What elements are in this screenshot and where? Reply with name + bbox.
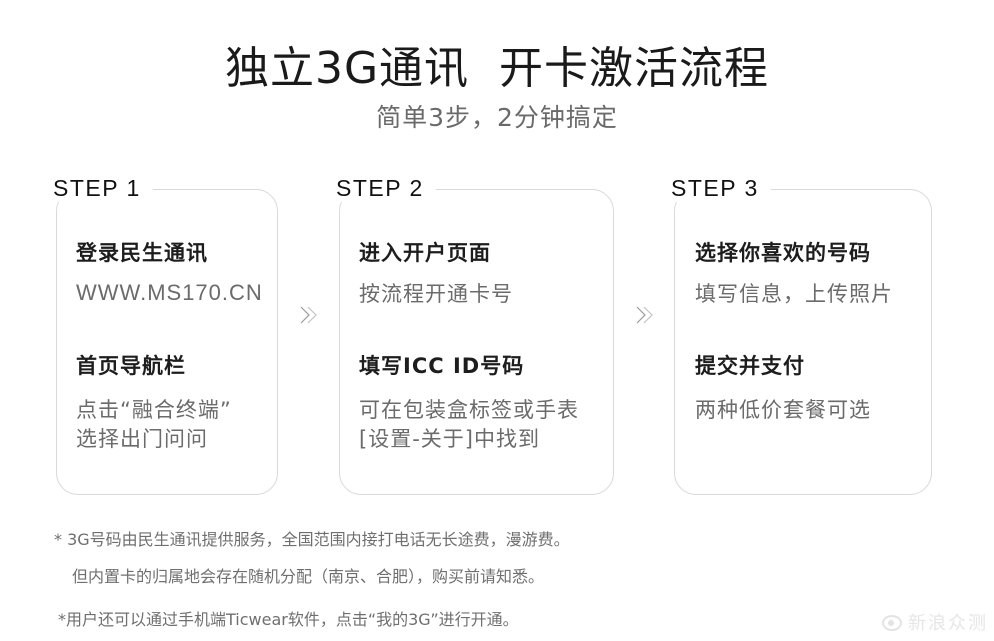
step-text: [设置-关于]中找到 [359, 427, 540, 451]
step-text: 选择出门问问 [76, 427, 208, 451]
watermark: 新浪众测 [882, 609, 988, 635]
step-text: 两种低价套餐可选 [695, 398, 871, 422]
step-heading: 填写ICC ID号码 [359, 354, 525, 378]
step-heading: 首页导航栏 [76, 354, 186, 378]
page-subtitle: 简单3步，2分钟搞定 [376, 103, 618, 132]
double-chevron-right-icon [300, 306, 317, 324]
step-label: STEP 3 [671, 174, 771, 202]
double-chevron-right-icon [636, 306, 653, 324]
step-card-1: STEP 1 登录民生通讯 WWW.MS170.CN 首页导航栏 点击“融合终端… [53, 174, 278, 495]
step-text: 可在包装盒标签或手表 [359, 398, 579, 422]
step-text: 填写信息，上传照片 [695, 282, 893, 306]
footnote: * 3G号码由民生通讯提供服务，全国范围内接打电话无长途费，漫游费。 [54, 530, 570, 549]
step-heading: 进入开户页面 [359, 241, 491, 265]
footnote: 但内置卡的归属地会存在随机分配（南京、合肥），购买前请知悉。 [72, 567, 545, 586]
sina-logo-icon [882, 615, 902, 631]
step-card-3: STEP 3 选择你喜欢的号码 填写信息，上传照片 提交并支付 两种低价套餐可选 [671, 174, 932, 495]
step-card-2: STEP 2 进入开户页面 按流程开通卡号 填写ICC ID号码 可在包装盒标签… [336, 174, 614, 495]
step-label: STEP 1 [53, 174, 153, 202]
step-heading: 选择你喜欢的号码 [695, 241, 871, 265]
watermark-text: 新浪众测 [908, 613, 988, 634]
step-heading: 登录民生通讯 [76, 241, 208, 265]
footnote: *用户还可以通过手机端Ticwear软件，点击“我的3G”进行开通。 [58, 610, 519, 629]
page-title: 独立3G通讯 开卡激活流程 [224, 43, 770, 94]
step-text: 按流程开通卡号 [359, 282, 513, 306]
step-label: STEP 2 [336, 174, 436, 202]
step-text: 点击“融合终端” [76, 398, 232, 422]
step-heading: 提交并支付 [695, 354, 805, 378]
step-text: WWW.MS170.CN [76, 280, 263, 305]
